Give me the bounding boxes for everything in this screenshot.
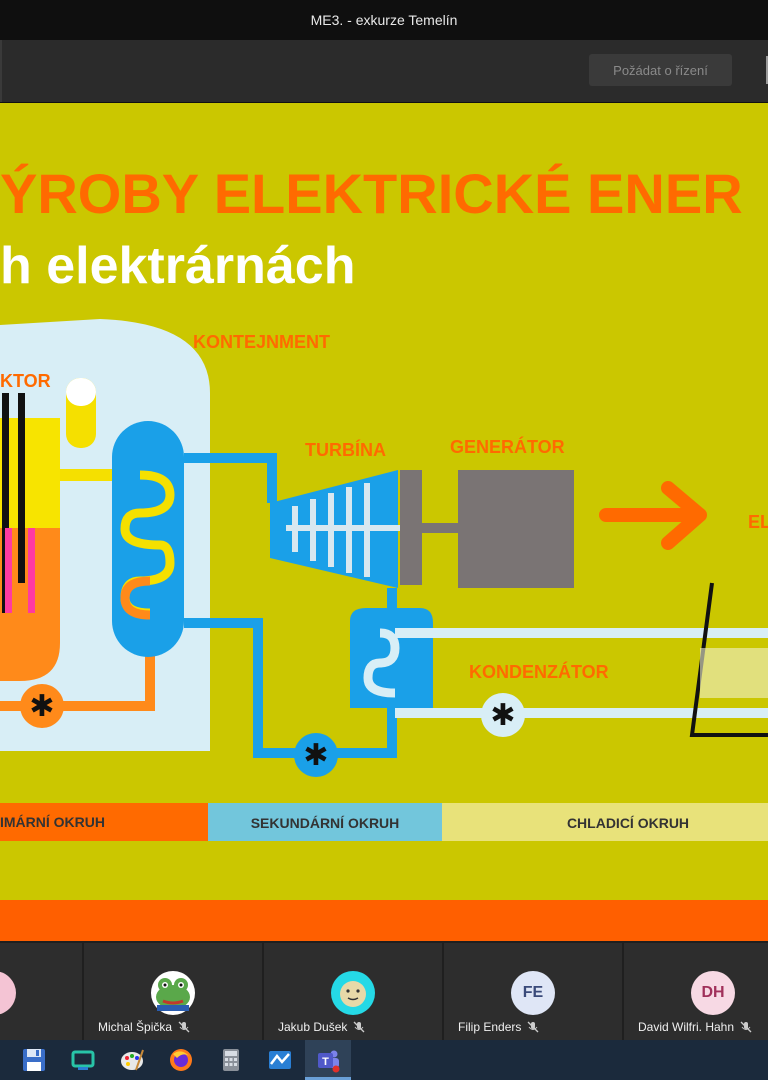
slide-title-line2: h elektrárnách bbox=[0, 237, 356, 295]
cooling-tower-outline bbox=[689, 582, 768, 737]
calculator-icon[interactable] bbox=[217, 1046, 245, 1074]
legend-secondary-label: SEKUNDÁRNÍ OKRUH bbox=[251, 815, 400, 831]
feedwater-pump-icon: ✱ bbox=[303, 739, 328, 772]
legend-cooling bbox=[442, 803, 768, 841]
participant-tile[interactable]: Jakub Dušek bbox=[264, 943, 442, 1040]
participant-name: Michal Špička bbox=[98, 1020, 190, 1034]
turbine-blade-1 bbox=[292, 506, 298, 552]
teams-icon[interactable]: T bbox=[314, 1046, 342, 1074]
firefox-icon[interactable] bbox=[167, 1046, 195, 1074]
meeting-toolbar: Požádat o řízení bbox=[0, 40, 768, 103]
slide-title-line1: ÝROBY ELEKTRICKÉ ENER bbox=[0, 162, 743, 225]
turbine-blade-4 bbox=[346, 487, 352, 573]
legend-primary-label: IMÁRNÍ OKRUH bbox=[0, 814, 105, 830]
cooling-pump-icon: ✱ bbox=[490, 699, 515, 732]
initials-avatar: FE bbox=[511, 971, 555, 1015]
windows-taskbar: T bbox=[0, 1040, 768, 1080]
feedwater-pump bbox=[294, 733, 338, 777]
turbine-blade-2 bbox=[310, 499, 316, 561]
window-titlebar: ME3. - exkurze Temelín bbox=[0, 0, 768, 40]
mic-muted-icon bbox=[178, 1021, 190, 1033]
request-control-button[interactable]: Požádat o řízení bbox=[589, 54, 732, 86]
paint-palette-icon[interactable] bbox=[118, 1046, 146, 1074]
reactor-water bbox=[0, 418, 60, 528]
wave-app-icon[interactable] bbox=[266, 1046, 294, 1074]
steam-line bbox=[184, 453, 277, 503]
legend-secondary bbox=[208, 803, 442, 841]
sg-cold-coil bbox=[120, 576, 151, 620]
window-title: ME3. - exkurze Temelín bbox=[310, 12, 458, 28]
mic-muted-icon bbox=[527, 1021, 539, 1033]
legend-cooling-label: CHLADICÍ OKRUH bbox=[567, 815, 689, 831]
teams-active-indicator bbox=[305, 1077, 351, 1080]
participant-name: David Wilfri. Hahn bbox=[638, 1020, 752, 1034]
svg-text:T: T bbox=[322, 1056, 329, 1068]
control-rod-1 bbox=[2, 393, 9, 613]
label-reaktor: KTOR bbox=[0, 371, 51, 391]
cooling-pump bbox=[481, 693, 525, 737]
participant-tile[interactable]: FE Filip Enders bbox=[444, 943, 622, 1040]
primary-pump bbox=[20, 684, 64, 728]
pressurizer-steam bbox=[66, 378, 96, 406]
initials-avatar: DH bbox=[691, 971, 735, 1015]
steam-generator bbox=[112, 421, 184, 657]
label-kontejnment: KONTEJNMENT bbox=[193, 332, 330, 352]
participant-tile-partial[interactable] bbox=[0, 943, 82, 1040]
legend-primary bbox=[0, 803, 208, 841]
generator-shaft bbox=[422, 523, 458, 533]
label-turbina: TURBÍNA bbox=[305, 439, 386, 460]
slide-footer-band bbox=[0, 900, 768, 941]
cooling-tower-spray bbox=[700, 648, 768, 698]
label-electricity: EL bbox=[748, 512, 768, 532]
participant-strip: Michal Špička Jakub Dušek FE Filip Ender… bbox=[0, 943, 768, 1040]
frog-avatar bbox=[151, 971, 195, 1015]
mic-muted-icon bbox=[353, 1021, 365, 1033]
participant-tile[interactable]: Michal Špička bbox=[84, 943, 262, 1040]
control-rod-2 bbox=[18, 393, 25, 583]
fuel-rod-1 bbox=[5, 528, 12, 613]
frog-face-icon bbox=[156, 978, 190, 1011]
participant-tile[interactable]: DH David Wilfri. Hahn bbox=[624, 943, 768, 1040]
generator bbox=[458, 470, 574, 588]
slide-diagram: ÝROBY ELEKTRICKÉ ENER h elektrárnách KON… bbox=[0, 162, 768, 941]
label-generator: GENERÁTOR bbox=[450, 436, 565, 457]
turbine-blade-5 bbox=[364, 483, 370, 577]
save-disk-icon[interactable] bbox=[20, 1046, 48, 1074]
coupling bbox=[400, 470, 422, 585]
turbine-shaft bbox=[286, 525, 404, 531]
toolbar-edge bbox=[0, 40, 2, 102]
shared-screen-slide: ÝROBY ELEKTRICKÉ ENER h elektrárnách KON… bbox=[0, 103, 768, 941]
participant-name: Filip Enders bbox=[458, 1020, 539, 1034]
screen-app-icon[interactable] bbox=[69, 1046, 97, 1074]
label-kondenzator: KONDENZÁTOR bbox=[469, 661, 609, 682]
condenser-coil bbox=[363, 628, 400, 698]
partial-avatar bbox=[0, 971, 16, 1015]
turbine-blade-3 bbox=[328, 493, 334, 567]
mic-muted-icon bbox=[740, 1021, 752, 1033]
toolbar-separator bbox=[766, 56, 768, 84]
cartoon-face-icon bbox=[340, 981, 366, 1007]
primary-pump-icon: ✱ bbox=[29, 690, 54, 723]
fuel-rod-2 bbox=[28, 528, 35, 613]
participant-name: Jakub Dušek bbox=[278, 1020, 365, 1034]
cartoon-avatar bbox=[331, 971, 375, 1015]
feedwater-line bbox=[184, 618, 397, 758]
electricity-arrow-icon bbox=[599, 481, 707, 550]
